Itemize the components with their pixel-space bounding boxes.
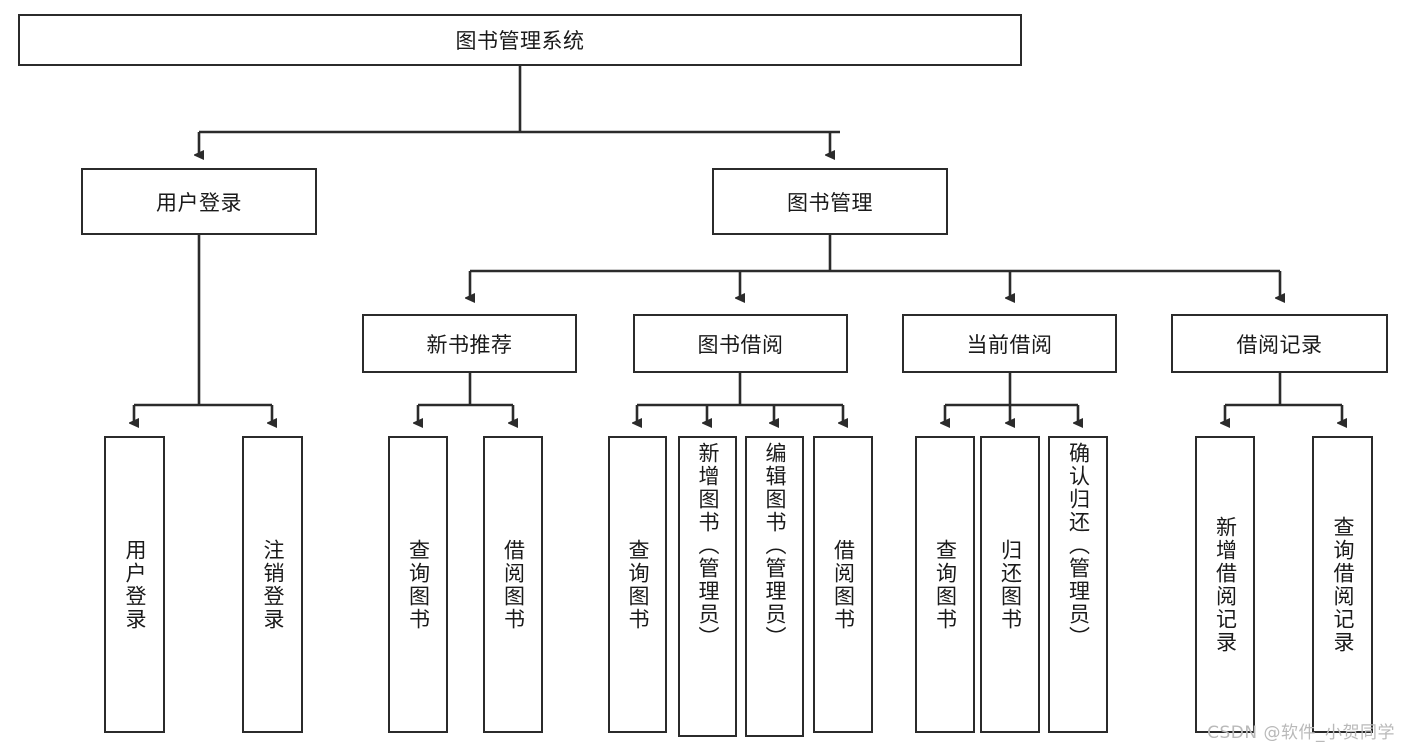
node-root[interactable]: 图书管理系统 [18, 14, 1022, 66]
leaf-add-borrow-record[interactable]: 新增借阅记录 [1195, 436, 1255, 733]
node-new-book-recommend[interactable]: 新书推荐 [362, 314, 577, 373]
leaf-user-login[interactable]: 用户登录 [104, 436, 165, 733]
leaf-confirm-return-admin[interactable]: 确认归还（管理员） [1048, 436, 1108, 733]
node-user-login[interactable]: 用户登录 [81, 168, 317, 235]
node-borrow-record[interactable]: 借阅记录 [1171, 314, 1388, 373]
leaf-query-book-current[interactable]: 查询图书 [915, 436, 975, 733]
csdn-watermark: CSDN @软件_小贺同学 [1207, 723, 1395, 743]
leaf-return-book[interactable]: 归还图书 [980, 436, 1040, 733]
leaf-logout[interactable]: 注销登录 [242, 436, 303, 733]
node-current-borrow[interactable]: 当前借阅 [902, 314, 1117, 373]
leaf-query-borrow-record[interactable]: 查询借阅记录 [1312, 436, 1373, 733]
node-book-manage[interactable]: 图书管理 [712, 168, 948, 235]
leaf-query-book-new[interactable]: 查询图书 [388, 436, 448, 733]
leaf-borrow-book-new[interactable]: 借阅图书 [483, 436, 543, 733]
leaf-query-book-borrow[interactable]: 查询图书 [608, 436, 667, 733]
leaf-edit-book-admin[interactable]: 编辑图书（管理员） [745, 436, 804, 737]
leaf-add-book-admin[interactable]: 新增图书（管理员） [678, 436, 737, 737]
leaf-borrow-book-borrow[interactable]: 借阅图书 [813, 436, 873, 733]
node-book-borrow[interactable]: 图书借阅 [633, 314, 848, 373]
